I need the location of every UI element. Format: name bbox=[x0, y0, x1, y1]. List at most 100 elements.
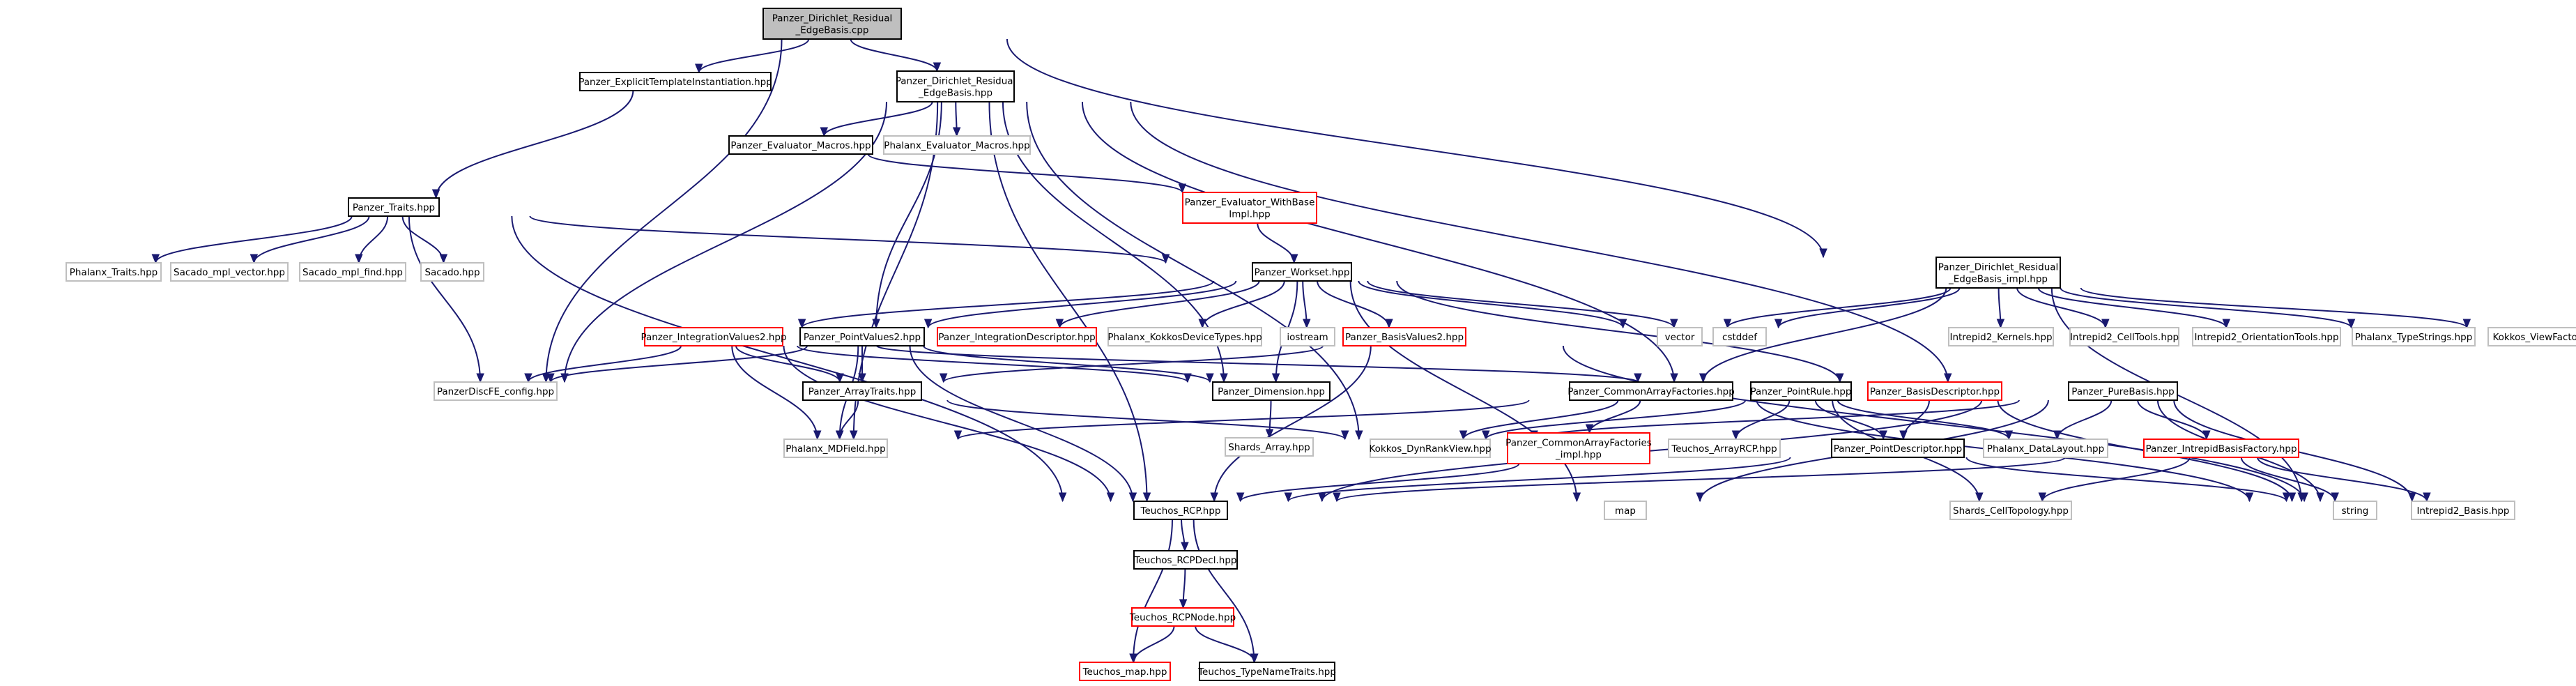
node-box bbox=[1668, 439, 1781, 458]
edge-intrepidfactory-to-celltopo bbox=[2038, 457, 2191, 503]
node-ptdesc[interactable]: Panzer_PointDescriptor.hpp bbox=[1831, 439, 1965, 458]
node-label: Teuchos_RCPNode.hpp bbox=[1129, 612, 1236, 623]
edge-ptvals-to-discfe bbox=[546, 345, 808, 383]
node-rcpdecl[interactable]: Teuchos_RCPDecl.hpp bbox=[1133, 550, 1238, 570]
node-intvals[interactable]: Panzer_IntegrationValues2.hpp bbox=[641, 327, 787, 346]
node-intrepidfactory[interactable]: Panzer_IntrepidBasisFactory.hpp bbox=[2143, 439, 2299, 458]
edge-traits-to-mplfind bbox=[355, 215, 389, 264]
node-box bbox=[1948, 327, 2054, 346]
node-rcpnode[interactable]: Teuchos_RCPNode.hpp bbox=[1129, 607, 1236, 627]
edge-workset-to-intdesc bbox=[1055, 280, 1260, 329]
node-label: _EdgeBasis.hpp bbox=[918, 88, 992, 99]
edge-purebasis-to-datalayout bbox=[2053, 399, 2113, 441]
node-label: Panzer_ArrayTraits.hpp bbox=[808, 386, 917, 397]
node-box bbox=[2069, 327, 2179, 346]
node-label: Intrepid2_OrientationTools.hpp bbox=[2194, 332, 2338, 343]
edge-dreh-to-pointrule bbox=[1081, 101, 1678, 383]
node-label: Phalanx_Evaluator_Macros.hpp bbox=[884, 140, 1029, 151]
node-label: _impl.hpp bbox=[1555, 450, 1602, 461]
node-box bbox=[1604, 501, 1647, 520]
node-box bbox=[2143, 439, 2299, 458]
node-label: Phalanx_KokkosDeviceTypes.hpp bbox=[1107, 332, 1262, 343]
edge-rcp-to-teuchosmap bbox=[1129, 519, 1173, 664]
edge-explicit-to-traits bbox=[431, 90, 634, 199]
node-typenametraits[interactable]: Teuchos_TypeNameTraits.hpp bbox=[1197, 662, 1336, 681]
node-label: cstddef bbox=[1722, 332, 1758, 343]
node-commonarr[interactable]: Panzer_CommonArrayFactories.hpp bbox=[1567, 381, 1735, 401]
node-phxevalmacros: Phalanx_Evaluator_Macros.hpp bbox=[883, 135, 1031, 155]
node-intdesc[interactable]: Panzer_IntegrationDescriptor.hpp bbox=[937, 327, 1097, 346]
node-label: Panzer_PointValues2.hpp bbox=[804, 332, 921, 343]
node-box bbox=[1280, 327, 1335, 346]
edge-traits-to-workset bbox=[529, 215, 1170, 264]
node-basisvals[interactable]: Panzer_BasisValues2.hpp bbox=[1342, 327, 1466, 346]
node-traits[interactable]: Panzer_Traits.hpp bbox=[348, 197, 440, 217]
edge-ptdesc-to-string bbox=[1965, 457, 2291, 503]
edge-drehimpl-to-viewfactory bbox=[2080, 287, 2471, 329]
edge-ptvals-to-dimension bbox=[923, 345, 1214, 383]
node-box bbox=[802, 381, 922, 401]
node-box bbox=[66, 262, 162, 282]
node-arraytraits[interactable]: Panzer_ArrayTraits.hpp bbox=[802, 381, 922, 401]
node-label: Teuchos_map.hpp bbox=[1082, 666, 1167, 678]
node-label: Panzer_IntegrationValues2.hpp bbox=[641, 332, 786, 343]
node-sacado: Sacado.hpp bbox=[420, 262, 484, 282]
edge-workset-to-vector bbox=[1358, 280, 1627, 329]
node-dimension[interactable]: Panzer_Dimension.hpp bbox=[1212, 381, 1331, 401]
node-label: Panzer_ExplicitTemplateInstantiation.hpp bbox=[578, 77, 772, 88]
node-dreh[interactable]: Panzer_Dirichlet_Residual_EdgeBasis.hpp bbox=[896, 70, 1016, 102]
edge-dreh-to-purebasis bbox=[1130, 101, 1952, 383]
edge-basisdesc-to-ptdesc bbox=[1899, 399, 1931, 441]
node-explicit[interactable]: Panzer_ExplicitTemplateInstantiation.hpp bbox=[578, 72, 772, 91]
node-celltools: Intrepid2_CellTools.hpp bbox=[2069, 327, 2179, 346]
edge-ptvals-to-rcp bbox=[909, 345, 1137, 503]
node-rcp[interactable]: Teuchos_RCP.hpp bbox=[1133, 501, 1228, 520]
node-label: Panzer_PointDescriptor.hpp bbox=[1834, 443, 1962, 455]
node-box bbox=[2192, 327, 2341, 346]
node-evalmacros[interactable]: Panzer_Evaluator_Macros.hpp bbox=[728, 135, 873, 155]
edge-rcpnode-to-teuchosmap bbox=[1129, 625, 1175, 664]
node-basisdesc[interactable]: Panzer_BasisDescriptor.hpp bbox=[1867, 381, 2002, 401]
node-root[interactable]: Panzer_Dirichlet_Residual_EdgeBasis.cpp bbox=[762, 8, 902, 40]
node-mplvector: Sacado_mpl_vector.hpp bbox=[170, 262, 289, 282]
node-datalayout: Phalanx_DataLayout.hpp bbox=[1983, 439, 2108, 458]
node-ptvals[interactable]: Panzer_PointValues2.hpp bbox=[799, 327, 925, 346]
node-label: Intrepid2_Basis.hpp bbox=[2417, 505, 2510, 517]
edge-drehimpl-to-celltools bbox=[2016, 287, 2110, 329]
node-viewfactory: Kokkos_ViewFactory.hpp bbox=[2487, 327, 2576, 346]
node-box bbox=[1370, 439, 1491, 458]
node-label: Teuchos_RCPDecl.hpp bbox=[1134, 555, 1237, 566]
edge-traits-to-rcp bbox=[511, 215, 1067, 503]
edge-pointrule-to-datalayout bbox=[1837, 399, 2014, 441]
node-workset[interactable]: Panzer_Workset.hpp bbox=[1252, 262, 1352, 282]
edge-intvals-to-discfe bbox=[524, 345, 682, 383]
edge-ptvals-to-arraytraits bbox=[858, 346, 866, 383]
node-label: Teuchos_ArrayRCP.hpp bbox=[1671, 443, 1777, 455]
node-label: Panzer_Dirichlet_Residual bbox=[1938, 262, 2059, 273]
edge-workset-to-ptvals bbox=[923, 280, 1237, 329]
edge-traits-to-phxtraits bbox=[151, 215, 353, 264]
node-purebasis[interactable]: Panzer_PureBasis.hpp bbox=[2068, 381, 2178, 401]
edge-drehimpl-to-vector bbox=[1723, 287, 1952, 329]
edge-evalwb-to-workset bbox=[1257, 222, 1298, 264]
node-box bbox=[1133, 501, 1228, 520]
edge-drehimpl-to-commonarr bbox=[1699, 287, 1947, 383]
edge-intvals-to-pointrule bbox=[876, 345, 1642, 383]
node-label: Teuchos_TypeNameTraits.hpp bbox=[1197, 666, 1336, 678]
node-label: Panzer_Dirichlet_Residual bbox=[772, 13, 893, 24]
node-label: Panzer_IntrepidBasisFactory.hpp bbox=[2145, 443, 2297, 455]
node-label: PanzerDiscFE_config.hpp bbox=[437, 386, 554, 397]
edge-rcp-to-rcpdecl bbox=[1181, 519, 1189, 552]
node-commonimpl[interactable]: Panzer_CommonArrayFactories_impl.hpp bbox=[1505, 432, 1652, 464]
edge-drehimpl-to-orient bbox=[2037, 287, 2230, 329]
edge-basisvals-to-arraytraits bbox=[939, 345, 1324, 383]
node-box bbox=[1079, 662, 1171, 681]
node-box bbox=[883, 135, 1031, 155]
node-drehimpl[interactable]: Panzer_Dirichlet_Residual_EdgeBasis_impl… bbox=[1935, 257, 2061, 289]
node-teuchosmap[interactable]: Teuchos_map.hpp bbox=[1079, 662, 1171, 681]
node-box bbox=[1750, 381, 1852, 401]
node-label: Shards_CellTopology.hpp bbox=[1953, 505, 2069, 517]
node-pointrule[interactable]: Panzer_PointRule.hpp bbox=[1750, 381, 1852, 401]
node-box bbox=[644, 327, 783, 346]
